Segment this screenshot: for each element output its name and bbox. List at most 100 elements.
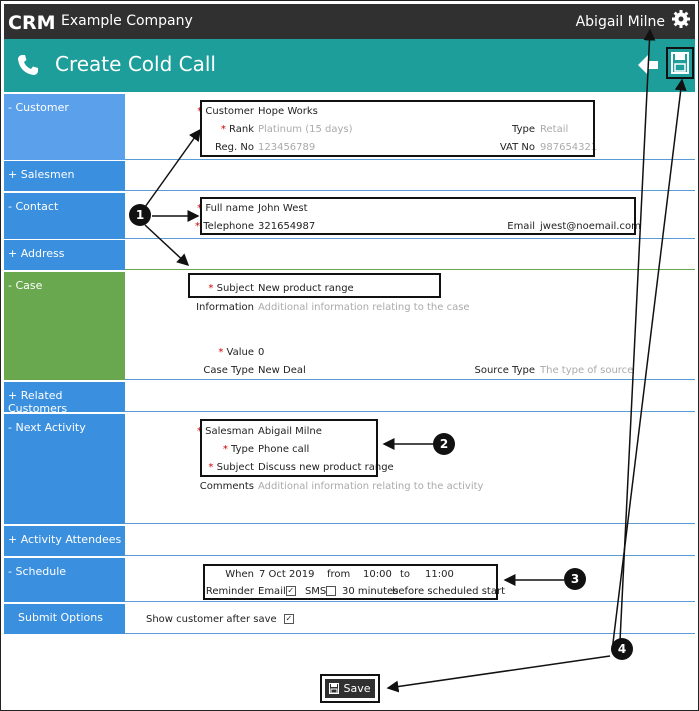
activity-subject-field[interactable]: Discuss new product range [258, 462, 394, 473]
activity-type-label: * Type [222, 444, 254, 455]
rank-field[interactable]: Platinum (15 days) [258, 124, 353, 135]
casetype-label: Case Type [203, 365, 254, 376]
source-type-label: Source Type [474, 365, 536, 376]
customer-field[interactable]: Hope Works [258, 106, 318, 117]
submit-options-section: Submit Options [4, 604, 695, 634]
divider [125, 523, 695, 524]
page-header: Create Cold Call [4, 39, 695, 92]
customer-label: * Customer [197, 106, 254, 117]
divider [125, 379, 695, 380]
email-checkbox[interactable]: ✓ [285, 586, 296, 596]
reminder-label: Reminder [205, 586, 254, 597]
gear-icon[interactable] [671, 9, 691, 29]
show-customer-label: Show customer after save [146, 614, 277, 625]
information-label: Information [196, 302, 254, 313]
header-save-button[interactable] [666, 47, 694, 79]
sms-checkbox[interactable] [326, 586, 337, 596]
section-customer-toggle[interactable]: - Customer [4, 94, 125, 160]
type-field[interactable]: Retail [540, 124, 569, 135]
customer-highlight-box [200, 100, 595, 157]
when-label: When [225, 569, 254, 580]
case-subject-field[interactable]: New product range [258, 283, 354, 294]
callout-badge-2: 2 [433, 433, 455, 455]
section-label: + Related Customers [8, 389, 68, 415]
sms-option-label: SMS [304, 586, 327, 597]
section-next-activity-toggle[interactable]: - Next Activity [4, 414, 125, 524]
telephone-label: * Telephone [195, 221, 254, 232]
section-label: Submit Options [18, 611, 103, 624]
schedule-highlight-box [203, 564, 498, 600]
divider [125, 238, 695, 239]
source-type-field[interactable]: The type of source [540, 365, 634, 376]
next-activity-highlight-box [200, 419, 378, 477]
callout-badge-4: 4 [611, 638, 633, 660]
telephone-field[interactable]: 321654987 [258, 221, 316, 232]
section-label: - Customer [8, 101, 69, 114]
page-title: Create Cold Call [55, 52, 216, 76]
from-label: from [327, 569, 351, 580]
contact-section: - Contact [4, 193, 695, 239]
save-label: Save [343, 682, 371, 695]
vat-field[interactable]: 987654321 [540, 142, 598, 153]
reminder-minutes-field[interactable]: 30 minutes [342, 586, 399, 597]
save-icon [671, 52, 689, 74]
section-attendees-toggle[interactable]: + Activity Attendees [4, 526, 125, 556]
address-section: + Address [4, 240, 695, 270]
section-related-toggle[interactable]: + Related Customers [4, 382, 125, 415]
salesman-label: * Salesman [196, 426, 254, 437]
next-activity-section: - Next Activity [4, 414, 695, 524]
callout-badge-3: 3 [564, 568, 586, 590]
related-customers-section: + Related Customers [4, 382, 695, 415]
case-subject-label: * Subject [208, 283, 254, 294]
salesman-field[interactable]: Abigail Milne [258, 426, 322, 437]
customer-section: - Customer [4, 94, 695, 160]
user-name[interactable]: Abigail Milne [575, 14, 665, 30]
reminder-before-text: before scheduled start [392, 586, 505, 597]
section-case-toggle[interactable]: - Case [4, 272, 125, 380]
section-label: - Contact [8, 200, 59, 213]
section-schedule-toggle[interactable]: - Schedule [4, 558, 125, 602]
divider [125, 159, 695, 160]
to-label: to [400, 569, 411, 580]
vat-label: VAT No [499, 142, 535, 153]
casetype-field[interactable]: New Deal [258, 365, 306, 376]
to-time-field[interactable]: 11:00 [425, 569, 454, 580]
phone-icon [18, 55, 38, 75]
activity-subject-label: * Subject [208, 462, 254, 473]
from-time-field[interactable]: 10:00 [363, 569, 392, 580]
activity-attendees-section: + Activity Attendees [4, 526, 695, 556]
rank-label: * Rank [220, 124, 254, 135]
activity-type-field[interactable]: Phone call [258, 444, 310, 455]
save-icon [329, 683, 340, 694]
case-section: - Case [4, 272, 695, 380]
show-customer-option: Show customer after save ✓ [146, 614, 294, 625]
value-field[interactable]: 0 [258, 347, 265, 358]
section-label: + Activity Attendees [8, 533, 122, 546]
top-bar: CRM Example Company Abigail Milne [4, 4, 695, 39]
company-name: Example Company [61, 13, 193, 29]
divider [125, 555, 695, 556]
information-field[interactable]: Additional information relating to the c… [258, 302, 470, 313]
svg-text:CRM: CRM [8, 12, 54, 33]
contact-highlight-box [200, 197, 636, 235]
back-arrow-icon[interactable] [636, 53, 660, 77]
section-salesmen-toggle[interactable]: + Salesmen [4, 161, 125, 191]
section-contact-toggle[interactable]: - Contact [4, 193, 125, 239]
email-label: Email [507, 221, 535, 232]
divider [125, 190, 695, 191]
callout-badge-1: 1 [129, 204, 151, 226]
divider [125, 633, 695, 634]
section-address-toggle[interactable]: + Address [4, 240, 125, 270]
regno-field[interactable]: 123456789 [258, 142, 316, 153]
divider [125, 269, 695, 270]
when-date-field[interactable]: 7 Oct 2019 [259, 569, 315, 580]
bottom-save-button[interactable]: Save [320, 674, 380, 703]
value-label: * Value [218, 347, 254, 358]
fullname-field[interactable]: John West [258, 203, 308, 214]
section-label: + Address [8, 247, 65, 260]
reminder-email-option: Email✓ SMS [258, 586, 337, 597]
show-customer-checkbox[interactable]: ✓ [283, 614, 294, 624]
type-label: Type [512, 124, 535, 135]
email-field[interactable]: jwest@noemail.com [540, 221, 641, 232]
comments-field[interactable]: Additional information relating to the a… [258, 481, 484, 492]
